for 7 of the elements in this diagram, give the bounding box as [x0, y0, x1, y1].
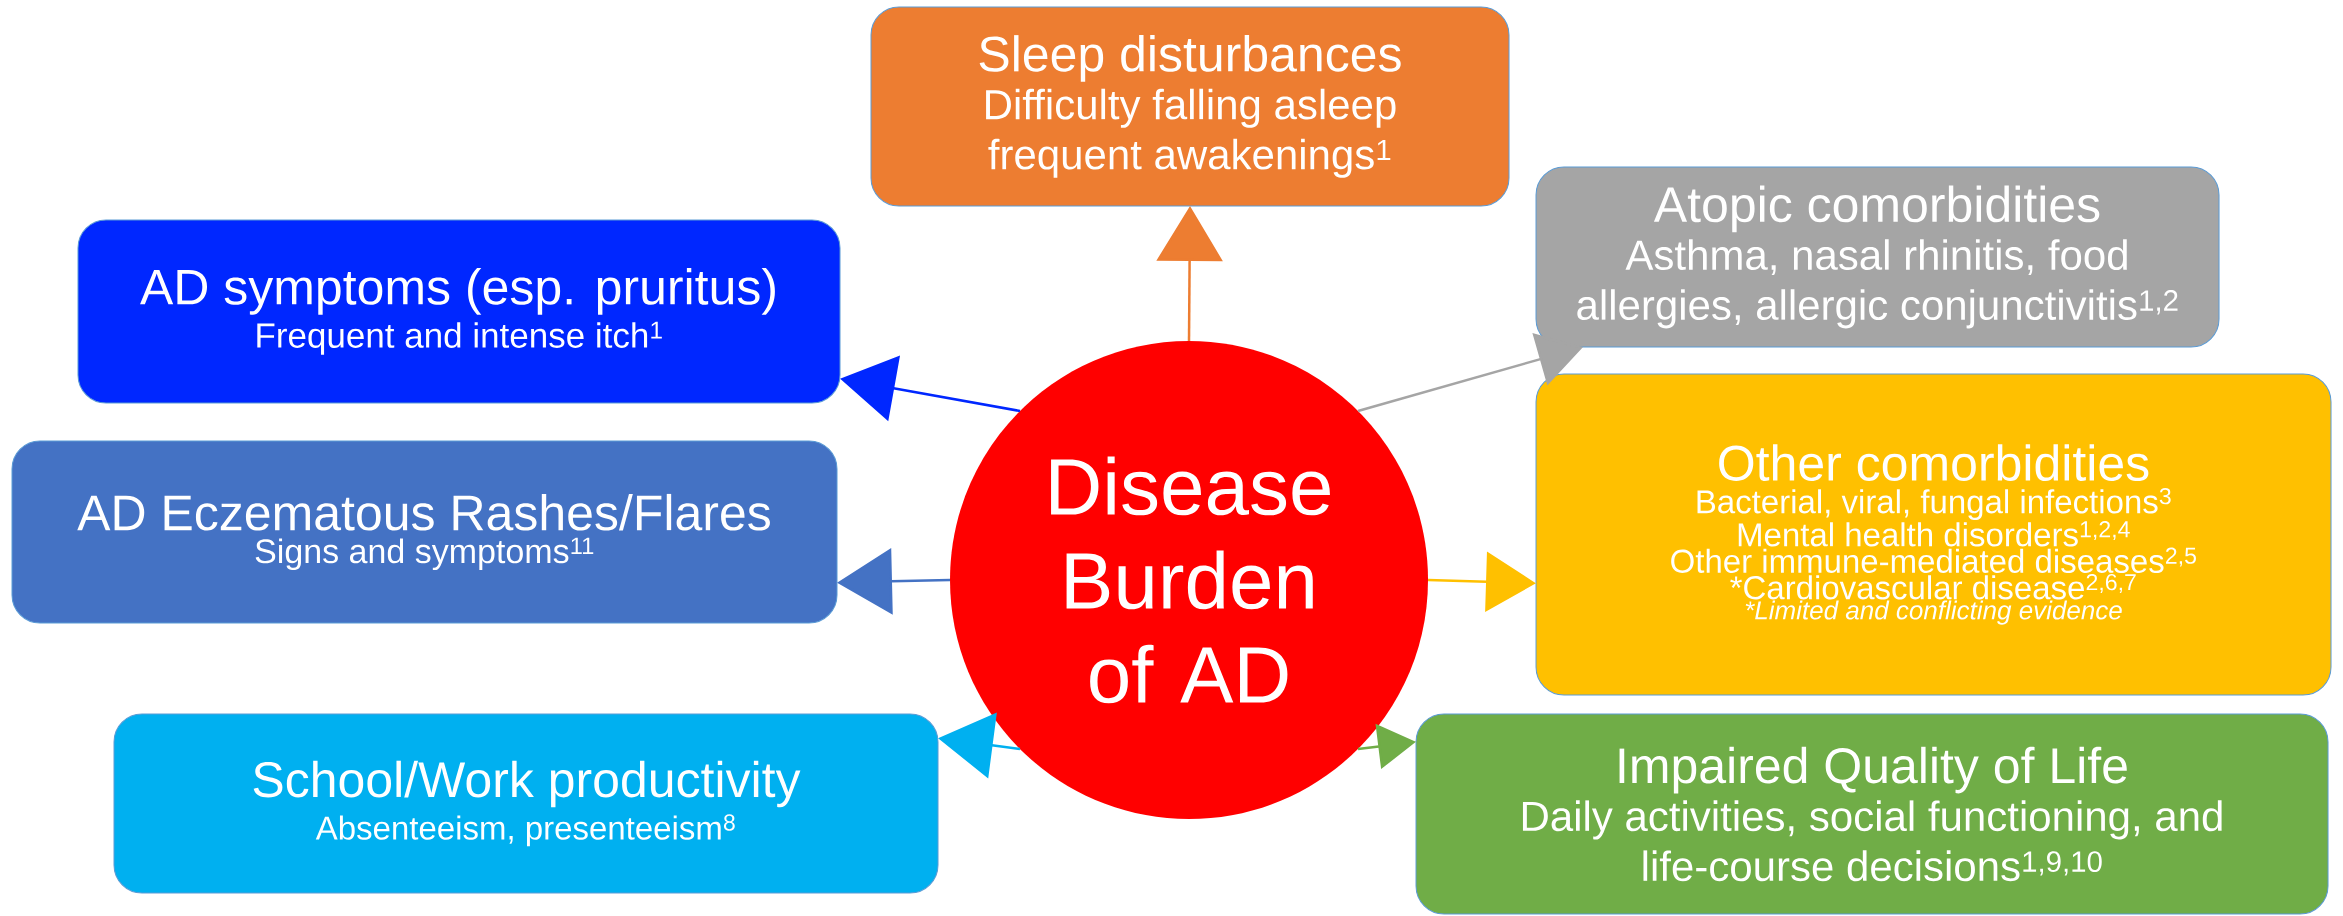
- rounded-box: School/Work productivity Absenteeism, presenteeism$^{8}$: [113, 713, 939, 894]
- rounded-box: Sleep disturbances Difficulty falling asleep frequent awakenings$^{1}$: [870, 6, 1510, 207]
- rounded-box: Other comorbidities Bacterial, viral, fungal infections$^{3}$ Mental health disorders$^{1,2,4}$ Other immune-mediated diseases$^{2,5}$ *Cardiovascular disease$^{2,6,7}$ *Limited and conflicting evidence: [1535, 373, 2332, 696]
- rounded-box: AD Eczematous Rashes/Flares Signs and symptoms$^{11}$: [11, 440, 838, 624]
- rounded-box: Atopic comorbidities Asthma, nasal rhinitis, food allergies, allergic conjunctivitis$^{1,2}$: [1535, 166, 2220, 348]
- rounded-box: Impaired Quality of Life Daily activities, social functioning, and life-course decisions$^{1,9,10}$: [1415, 713, 2329, 915]
- rounded-box: AD symptoms (esp. pruritus) Frequent and intense itch$^{1}$: [77, 219, 841, 404]
